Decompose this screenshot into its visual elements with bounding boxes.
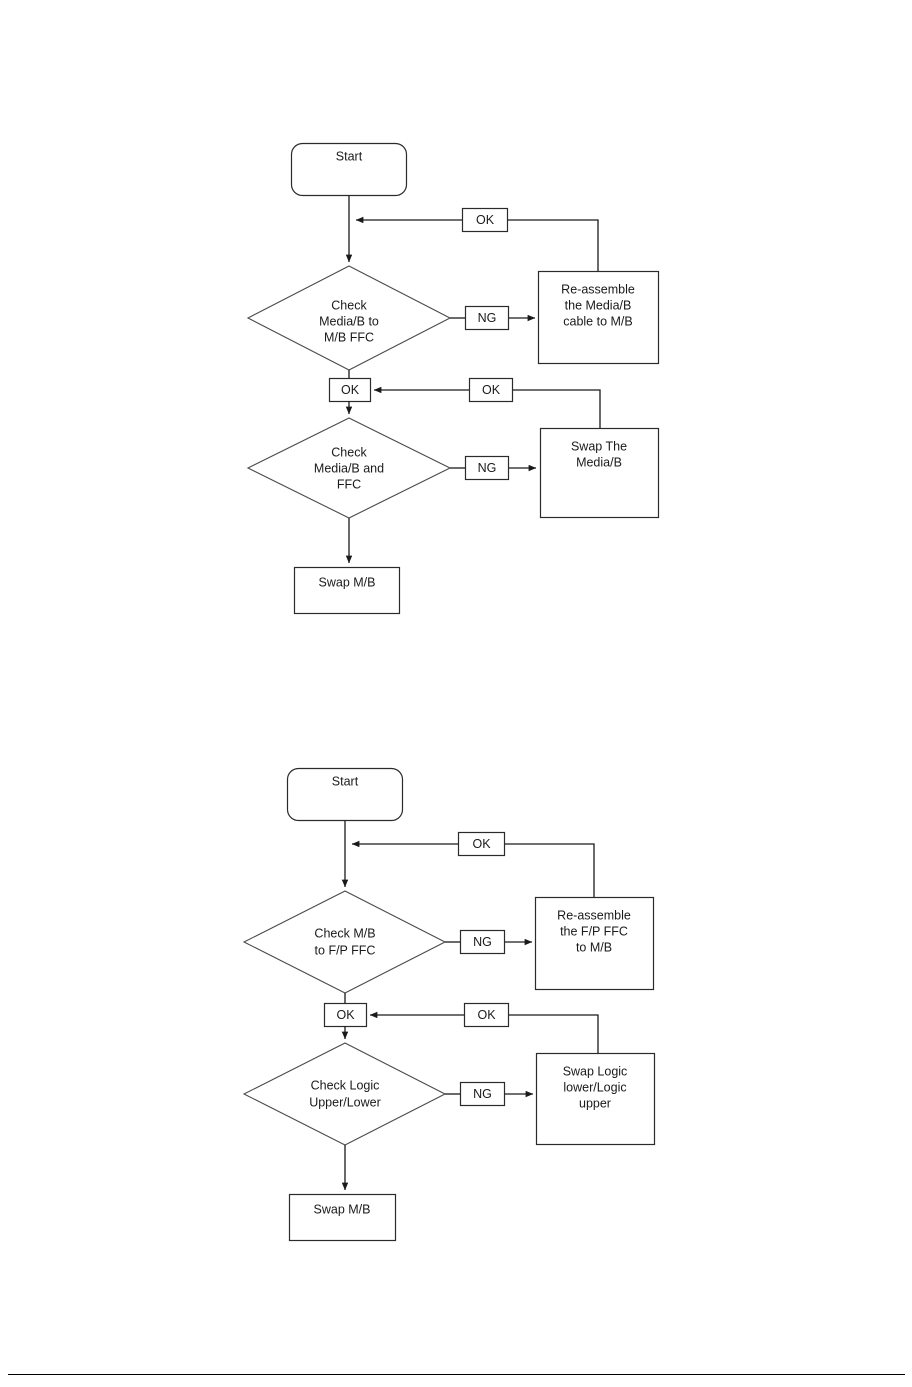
node-decision-2-line-1-2: Check Logic xyxy=(311,1078,380,1092)
edge-label-ng-2-2: NG xyxy=(459,1081,506,1107)
node-decision-1-line-3: M/B FFC xyxy=(324,330,374,344)
node-action-reassemble-media-b-cable: Re-assemble the Media/B cable to M/B xyxy=(537,270,660,365)
edge-label-ok-mid-left-1: OK xyxy=(328,377,372,403)
node-decision-check-media-b-and-ffc: Check Media/B and FFC xyxy=(246,417,452,519)
node-decision-2-line-3: FFC xyxy=(337,477,361,491)
edge-label-ng-2: NG xyxy=(464,455,510,481)
node-end-swap-mb-1: Swap M/B xyxy=(293,566,401,615)
node-end-1-label: Swap M/B xyxy=(319,575,376,589)
node-action-1-line-3: cable to M/B xyxy=(563,314,632,328)
edge-label-ok-top-2-text: OK xyxy=(472,837,491,851)
node-action-2-line-3-2: upper xyxy=(579,1096,611,1110)
edge-action-2-ok-return-2 xyxy=(369,1011,599,1053)
edge-label-ng-2-2-text: NG xyxy=(473,1087,492,1101)
edge-label-ok-mid-right-1: OK xyxy=(468,377,514,403)
node-start-2: Start xyxy=(286,767,404,822)
edge-label-ng-1-2-text: NG xyxy=(473,935,492,949)
node-action-swap-the-media-b: Swap The Media/B xyxy=(539,427,660,519)
edge-action-2-ok-return xyxy=(373,386,601,428)
flowchart-front-panel: Start OK Check M/B to F/P FFC N xyxy=(242,767,656,1242)
edge-action-1-ok-return-2 xyxy=(351,840,595,897)
node-action-1-line-3-2: to M/B xyxy=(576,940,612,954)
node-end-swap-mb-2: Swap M/B xyxy=(288,1193,397,1242)
edge-label-ok-mid-right-2-text: OK xyxy=(477,1008,496,1022)
node-action-2-line-2-2: lower/Logic xyxy=(563,1080,626,1094)
node-start-1: Start xyxy=(290,142,408,197)
edge-label-ok-mid-left-2: OK xyxy=(323,1002,368,1028)
node-end-2-label: Swap M/B xyxy=(314,1202,371,1216)
node-action-2-line-1: Swap The xyxy=(571,439,627,453)
edge-label-ng-1: NG xyxy=(464,305,510,331)
node-decision-check-mb-to-fp-ffc: Check M/B to F/P FFC xyxy=(242,890,447,994)
node-action-1-line-2: the Media/B xyxy=(565,298,632,312)
node-action-1-line-1-2: Re-assemble xyxy=(557,908,631,922)
edge-label-ok-mid-right-1-text: OK xyxy=(482,383,501,397)
edge-label-ok-mid-left-1-text: OK xyxy=(341,383,360,397)
footer-divider xyxy=(8,1374,905,1375)
node-decision-2-line-2-2: Upper/Lower xyxy=(309,1095,381,1109)
node-action-2-line-2: Media/B xyxy=(576,455,622,469)
node-decision-1-line-2: Media/B to xyxy=(319,314,379,328)
edge-action-1-ok-return xyxy=(355,216,599,271)
node-decision-check-logic-upper-lower: Check Logic Upper/Lower xyxy=(242,1042,447,1146)
edge-label-ng-2-text: NG xyxy=(478,461,497,475)
node-decision-1-line-1: Check xyxy=(331,298,367,312)
node-action-reassemble-fp-ffc: Re-assemble the F/P FFC to M/B xyxy=(534,896,655,991)
node-decision-1-line-1-2: Check M/B xyxy=(314,926,375,940)
node-decision-2-line-1: Check xyxy=(331,445,367,459)
edge-label-ng-1-text: NG xyxy=(478,311,497,325)
edge-label-ng-1-2: NG xyxy=(459,929,506,955)
edge-label-ok-top-1: OK xyxy=(461,207,509,233)
node-decision-check-media-b-to-mb-ffc: Check Media/B to M/B FFC xyxy=(246,265,452,371)
node-start-1-label: Start xyxy=(336,149,363,163)
edge-label-ok-top-2: OK xyxy=(457,831,506,857)
node-action-1-line-1: Re-assemble xyxy=(561,282,635,296)
edge-label-ok-mid-left-2-text: OK xyxy=(336,1008,355,1022)
node-start-2-label: Start xyxy=(332,774,359,788)
node-action-1-line-2-2: the F/P FFC xyxy=(560,924,628,938)
edge-label-ok-top-1-text: OK xyxy=(476,213,495,227)
flowchart-media-board: Start OK Check Media/B to M/B FFC xyxy=(246,142,660,615)
node-action-swap-logic-lower-upper: Swap Logic lower/Logic upper xyxy=(535,1052,656,1146)
node-action-2-line-1-2: Swap Logic xyxy=(563,1064,628,1078)
node-decision-2-line-2: Media/B and xyxy=(314,461,384,475)
node-decision-1-line-2-2: to F/P FFC xyxy=(315,943,376,957)
edge-label-ok-mid-right-2: OK xyxy=(463,1002,510,1028)
